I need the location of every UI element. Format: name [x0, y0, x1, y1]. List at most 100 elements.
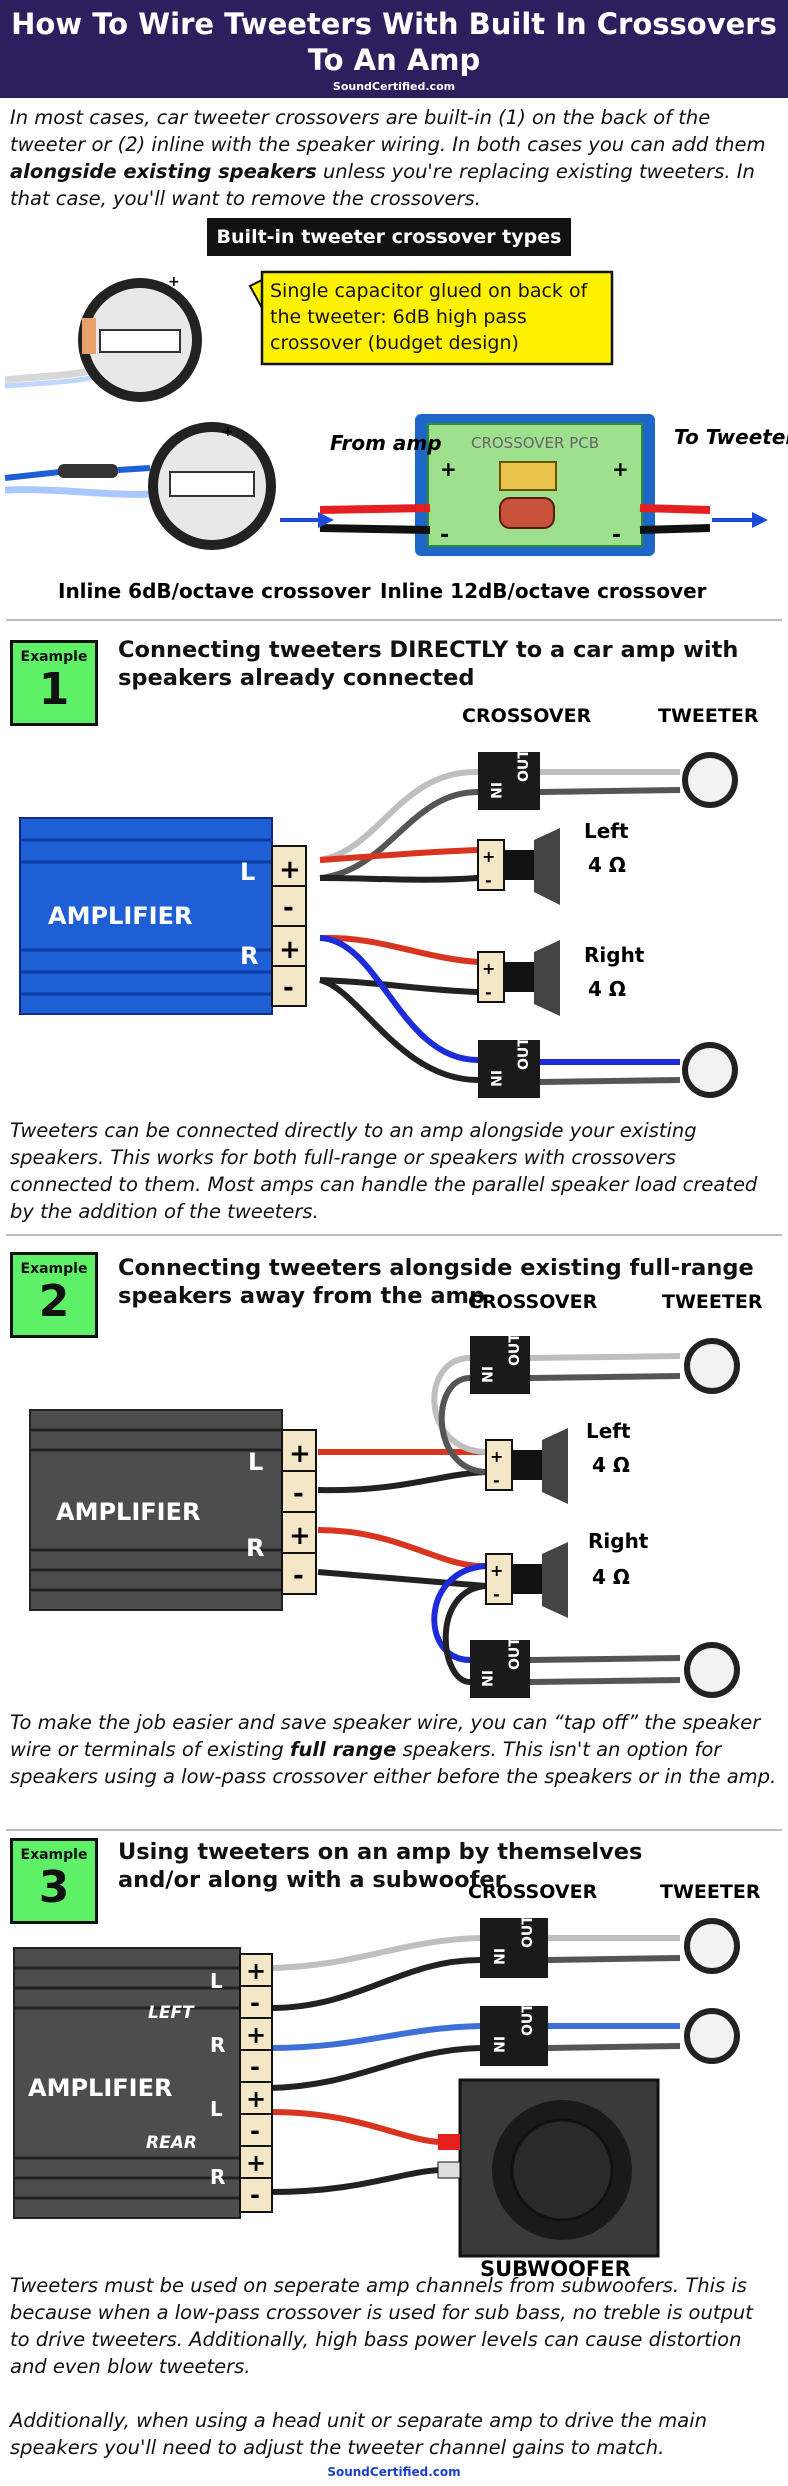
ex1-tweeter-1	[688, 758, 732, 802]
svg-text:4 Ω: 4 Ω	[592, 1453, 630, 1477]
svg-text:R: R	[246, 1534, 264, 1562]
svg-text:IN: IN	[490, 1948, 506, 1965]
ex1-tweeter-2	[688, 1048, 732, 1092]
page-header: How To Wire Tweeters With Built In Cross…	[0, 0, 788, 98]
ex3-crossover-1	[480, 1918, 548, 1978]
svg-text:OUT: OUT	[520, 2003, 536, 2036]
svg-text:IN: IN	[490, 2036, 506, 2053]
svg-text:-: -	[493, 1471, 500, 1490]
inline12-label: Inline 12dB/octave crossover	[380, 579, 707, 603]
svg-text:CROSSOVER: CROSSOVER	[468, 1881, 598, 1903]
to-tweeter-1: To Tweeter	[674, 425, 788, 449]
svg-text:4 Ω: 4 Ω	[592, 1565, 630, 1589]
example3-badge: Example 3	[10, 1838, 98, 1924]
types-heading-box: Built-in tweeter crossover types	[207, 218, 571, 256]
svg-text:-: -	[283, 973, 294, 1003]
divider-1	[6, 619, 782, 621]
ex1-crossover-1	[478, 752, 540, 810]
callout-box	[260, 270, 614, 366]
ex2-tweeter-2	[690, 1648, 734, 1692]
callout-pointer	[248, 278, 263, 309]
svg-text:+: +	[289, 1439, 311, 1469]
svg-text:TWEETER: TWEETER	[662, 1291, 763, 1313]
pcb-label: CROSSOVER PCB	[471, 434, 599, 452]
svg-text:-: -	[485, 983, 492, 1002]
svg-text:+: +	[289, 1521, 311, 1551]
example3-title: Using tweeters on an amp by themselves a…	[118, 1839, 643, 1893]
svg-text:+: +	[490, 1561, 503, 1580]
svg-text:+: +	[246, 2021, 266, 2049]
example3-caption-2: Additionally, when using a head unit or …	[10, 2409, 708, 2459]
ex2-crossover-2	[470, 1640, 530, 1698]
inline6-label: Inline 6dB/octave crossover	[58, 579, 371, 603]
svg-text:4 Ω: 4 Ω	[588, 853, 626, 877]
ex3-tweeter-2	[690, 2014, 734, 2058]
svg-text:OUT: OUT	[520, 1915, 536, 1948]
svg-text:-: -	[250, 2117, 260, 2145]
svg-text:R: R	[210, 2165, 225, 2189]
ex1-amplifier	[19, 817, 273, 1015]
example2-caption: To make the job easier and save speaker …	[10, 1711, 777, 1788]
svg-text:+: +	[168, 274, 180, 290]
svg-text:+: +	[246, 2149, 266, 2177]
svg-text:+: +	[222, 424, 234, 440]
ex3-tweeter-1	[690, 1924, 734, 1968]
svg-text:L: L	[210, 2097, 223, 2121]
svg-text:L: L	[240, 858, 255, 886]
svg-text:-: -	[493, 1585, 500, 1604]
svg-text:SUBWOOFER: SUBWOOFER	[480, 2257, 631, 2278]
svg-text:Right: Right	[588, 1529, 649, 1553]
pcb-inductor	[499, 497, 555, 529]
from-amp-1: From amp	[330, 431, 442, 455]
svg-text:-: -	[250, 2053, 260, 2081]
tweeter1-label-plate	[99, 329, 181, 353]
svg-text:OUT: OUT	[507, 1637, 523, 1670]
svg-text:-: -	[612, 523, 621, 548]
types-heading: Built-in tweeter crossover types	[216, 226, 562, 248]
ex3-amplifier	[13, 1947, 241, 2219]
tweeter1-capacitor	[82, 318, 96, 354]
divider-2	[6, 1234, 782, 1236]
ex2-speaker-left	[542, 1428, 568, 1504]
example3-caption-1: Tweeters must be used on seperate amp ch…	[10, 2274, 753, 2378]
pcb-capacitor	[499, 461, 557, 491]
svg-text:LEFT: LEFT	[148, 2003, 195, 2023]
ex1-speaker-right	[534, 940, 560, 1016]
example2-diagram: AMPLIFIER L R + - + - IN OUT IN OUT +- +…	[29, 1291, 763, 1698]
svg-text:-: -	[293, 1561, 304, 1591]
svg-text:-: -	[440, 523, 449, 548]
svg-text:Left: Left	[586, 1419, 631, 1443]
svg-text:-: -	[485, 871, 492, 890]
example1-title: Connecting tweeters DIRECTLY to a car am…	[118, 637, 739, 691]
ex1-speaker-left	[534, 828, 560, 905]
svg-text:IN: IN	[478, 1670, 494, 1687]
ex2-tweeter-1	[690, 1344, 734, 1388]
svg-text:+: +	[246, 2085, 266, 2113]
svg-text:+: +	[612, 457, 629, 481]
ex3-crossover-2	[480, 2006, 548, 2066]
example1-diagram: AMPLIFIER L R + - + - IN OUT IN OUT +- +…	[19, 705, 759, 1098]
svg-text:R: R	[210, 2033, 225, 2057]
example1-badge: Example 1	[10, 640, 98, 726]
svg-text:IN: IN	[487, 782, 503, 799]
example3-diagram: AMPLIFIER L LEFT R L REAR R +-+- +-+- IN…	[13, 1881, 761, 2278]
svg-text:CROSSOVER: CROSSOVER	[468, 1291, 598, 1313]
svg-text:R: R	[240, 942, 258, 970]
svg-text:L: L	[248, 1448, 263, 1476]
intro-paragraph: In most cases, car tweeter crossovers ar…	[10, 106, 766, 210]
svg-text:Right: Right	[584, 943, 645, 967]
svg-text:+: +	[246, 1957, 266, 1985]
svg-text:OUT: OUT	[516, 1037, 532, 1070]
header-source: SoundCertified.com	[332, 80, 456, 93]
example2-title: Connecting tweeters alongside existing f…	[118, 1255, 754, 1309]
page-title: How To Wire Tweeters With Built In Cross…	[11, 7, 777, 77]
svg-text:Left: Left	[584, 819, 629, 843]
svg-text:+: +	[279, 855, 301, 885]
svg-text:-: -	[250, 2181, 260, 2209]
example1-caption: Tweeters can be connected directly to an…	[10, 1119, 758, 1223]
inline-capacitor	[58, 464, 118, 478]
svg-text:+: +	[440, 457, 457, 481]
ex3-subwoofer-cone	[510, 2118, 614, 2222]
divider-3	[6, 1829, 782, 1831]
svg-text:-: -	[283, 893, 294, 923]
